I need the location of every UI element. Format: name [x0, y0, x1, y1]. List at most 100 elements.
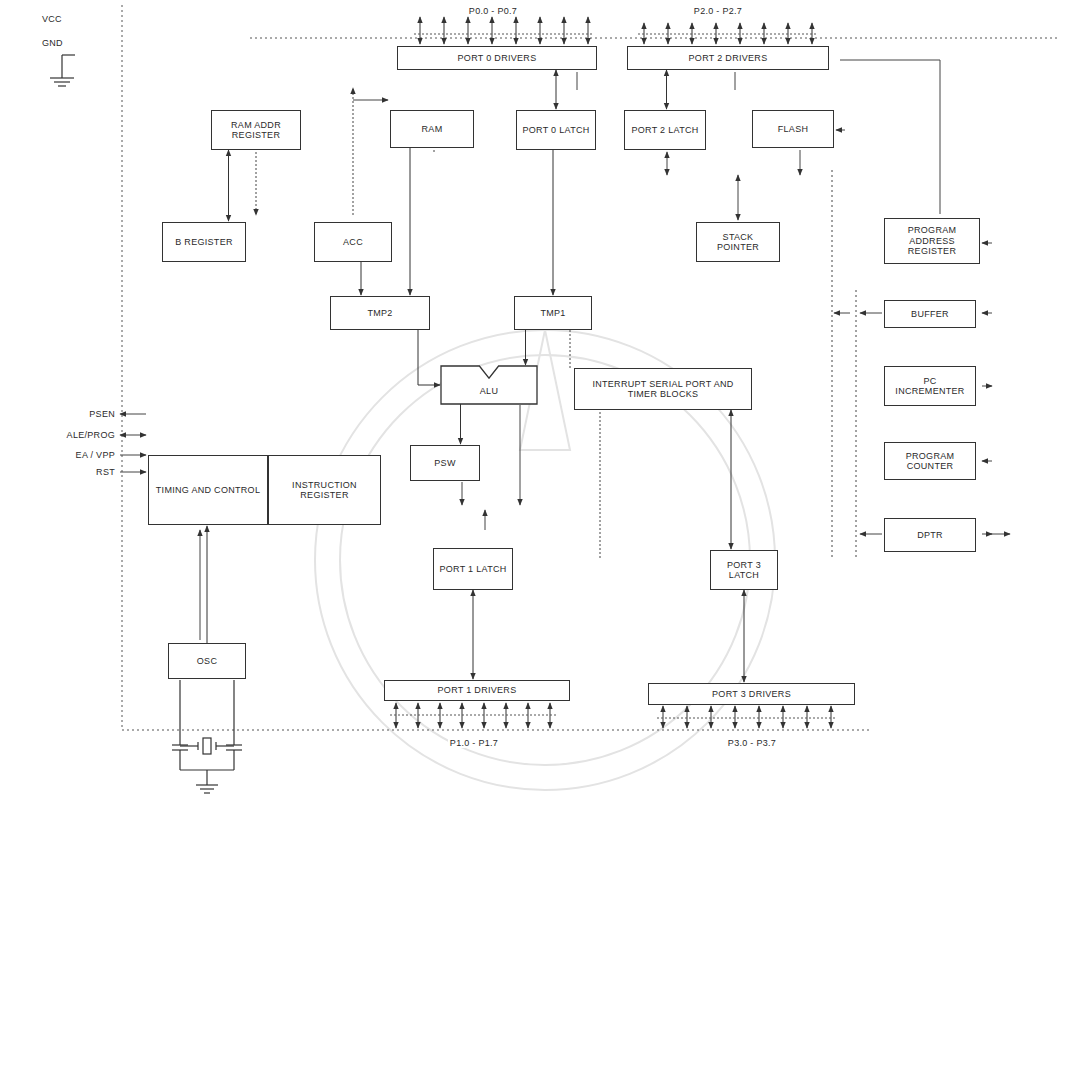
register-box: INSTRUCTION REGISTER — [268, 455, 381, 525]
bus-connector — [556, 70, 557, 109]
alu-shape: ALU — [441, 366, 537, 404]
block-label: STACK POINTER — [701, 232, 775, 253]
driver-box: PORT 3 DRIVERS — [648, 683, 855, 705]
pin-arrow — [783, 706, 784, 728]
pin-arrow — [444, 17, 445, 44]
alu-outline — [441, 366, 537, 404]
driver-box: PORT 1 DRIVERS — [384, 680, 570, 701]
pin-arrow — [588, 17, 589, 44]
pin-arrow — [759, 706, 760, 728]
block-label: RAM — [422, 124, 443, 134]
register-box: B REGISTER — [162, 222, 246, 262]
register-box: PROGRAM COUNTER — [884, 442, 976, 480]
register-box: BUFFER — [884, 300, 976, 328]
block-label: PORT 0 LATCH — [522, 125, 589, 135]
power-label: VCC — [40, 14, 64, 24]
block-label: PROGRAM ADDRESS REGISTER — [889, 225, 975, 256]
pin-bus — [390, 715, 556, 716]
register-box: RAM ADDR REGISTER — [211, 110, 301, 150]
watermark-seal — [315, 330, 775, 790]
block-label: PC INCREMENTER — [889, 376, 971, 397]
port-pins — [390, 17, 837, 728]
latch-box: PORT 0 LATCH — [516, 110, 596, 150]
register-box: PC INCREMENTER — [884, 366, 976, 406]
driver-box: PORT 2 DRIVERS — [627, 46, 829, 70]
block-label: TMP1 — [540, 308, 565, 318]
block-label: TMP2 — [367, 308, 392, 318]
internal-bus — [120, 60, 1010, 640]
block-label: OSC — [197, 656, 217, 666]
pin-arrow — [831, 706, 832, 728]
register-box: ACC — [314, 222, 392, 262]
block-label: PORT 2 LATCH — [631, 125, 698, 135]
pin-arrow — [420, 17, 421, 44]
pin-arrow — [807, 706, 808, 728]
block-label: PROGRAM COUNTER — [889, 451, 971, 472]
pin-range-label: P0.0 - P0.7 — [467, 6, 519, 16]
block-label: ALU — [480, 386, 498, 396]
bus-connector — [731, 410, 732, 549]
block-label: PORT 3 DRIVERS — [712, 689, 791, 699]
power-label: GND — [40, 38, 65, 48]
register-box: STACK POINTER — [696, 222, 780, 262]
latch-box: PORT 1 LATCH — [433, 548, 513, 590]
latch-box: PORT 3 LATCH — [710, 550, 778, 590]
bus-connector — [460, 404, 461, 444]
pin-arrow — [564, 17, 565, 44]
control-box: TIMING AND CONTROL — [148, 455, 268, 525]
pin-arrow — [516, 17, 517, 44]
pin-arrow — [687, 706, 688, 728]
bus-connector — [525, 330, 526, 365]
block-label: ACC — [343, 237, 363, 247]
block-label: PORT 2 DRIVERS — [689, 53, 768, 63]
pin-bus — [638, 34, 818, 35]
pin-bus — [414, 34, 594, 35]
driver-box: PORT 0 DRIVERS — [397, 46, 597, 70]
block-label: FLASH — [778, 124, 809, 134]
block-label: TIMING AND CONTROL — [156, 485, 260, 495]
bus-connector — [744, 590, 745, 682]
block-label: PSW — [434, 458, 455, 468]
pin-range-label: P2.0 - P2.7 — [692, 6, 744, 16]
pin-arrow — [735, 706, 736, 728]
pin-arrow — [468, 17, 469, 44]
pin-arrow — [540, 17, 541, 44]
register-box: DPTR — [884, 518, 976, 552]
block-label: INTERRUPT SERIAL PORT AND TIMER BLOCKS — [579, 379, 747, 400]
pin-bus — [657, 718, 837, 719]
signal-name: EA / VPP — [74, 450, 117, 460]
memory-box: FLASH — [752, 110, 834, 148]
block-label: DPTR — [917, 530, 943, 540]
block-label: RAM ADDR REGISTER — [216, 120, 296, 141]
pin-range-label: P1.0 - P1.7 — [448, 738, 500, 748]
block-label: BUFFER — [911, 309, 949, 319]
block-label: B REGISTER — [175, 237, 233, 247]
memory-box: RAM — [390, 110, 474, 148]
register-box: TMP1 — [514, 296, 592, 330]
block-label: INSTRUCTION REGISTER — [273, 480, 376, 501]
latch-box: PORT 2 LATCH — [624, 110, 706, 150]
pin-arrow — [492, 17, 493, 44]
bus-connector — [410, 148, 411, 295]
bus-connector — [207, 526, 208, 643]
crystal-circuit — [172, 680, 242, 793]
ground-symbol — [50, 55, 75, 86]
block-label: PORT 1 DRIVERS — [438, 685, 517, 695]
signal-name: PSEN — [87, 409, 117, 419]
bus-connector — [418, 330, 440, 385]
bus-connector — [473, 590, 474, 679]
register-box: TMP2 — [330, 296, 430, 330]
oscillator-box: OSC — [168, 643, 246, 679]
bus-connector — [361, 262, 362, 295]
bus-connector — [666, 70, 667, 109]
block-label: PORT 1 LATCH — [439, 564, 506, 574]
chip-boundary — [122, 5, 1060, 730]
block-label: PORT 0 DRIVERS — [458, 53, 537, 63]
pin-arrow — [663, 706, 664, 728]
signal-name: ALE/PROG — [65, 430, 117, 440]
block-label: PORT 3 LATCH — [715, 560, 773, 581]
pin-arrow — [711, 706, 712, 728]
bus-connector — [228, 150, 229, 221]
register-box: PROGRAM ADDRESS REGISTER — [884, 218, 980, 264]
